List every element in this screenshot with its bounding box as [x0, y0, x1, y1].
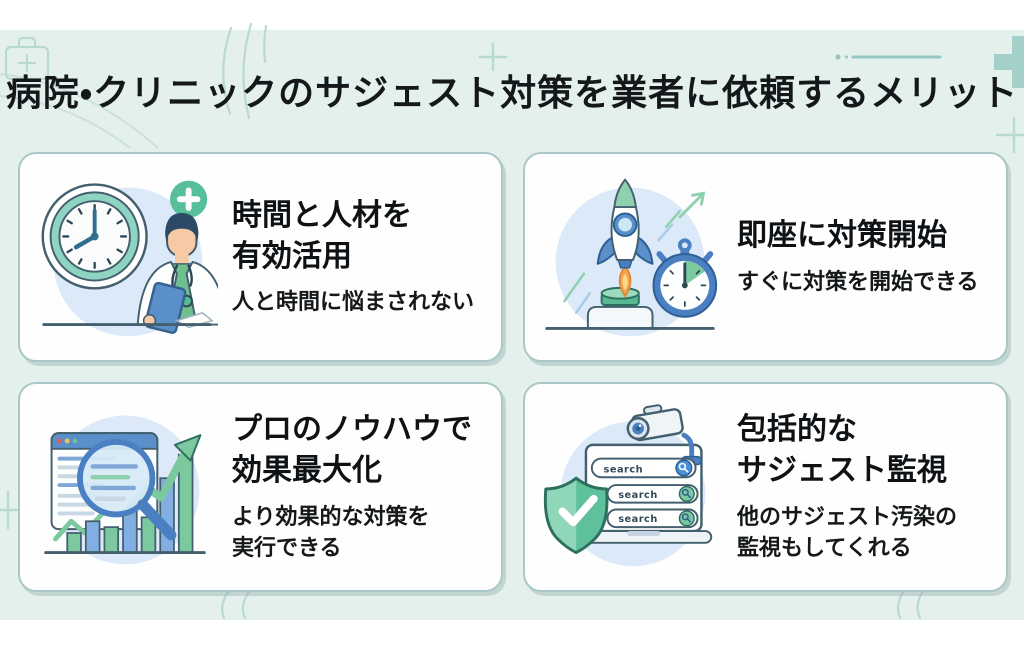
search-bar: search: [606, 484, 699, 504]
security-camera-icon: [626, 404, 684, 442]
growth-arrow-icon: [678, 191, 706, 219]
clock-doctor-illustration: [32, 164, 218, 350]
card-title: プロのノウハウで 効果最大化: [232, 411, 472, 489]
card-immediate-start: 即座に対策開始 すぐに対策を開始できる: [523, 152, 1008, 362]
clock-icon: [41, 183, 148, 290]
card-title: 包括的な サジェスト監視: [737, 411, 947, 489]
card-title: 時間と人材を 有効活用: [232, 197, 412, 275]
medical-plus-icon: [170, 180, 208, 218]
search-icon: [681, 488, 689, 496]
card-subtitle: すぐに対策を開始できる: [737, 269, 979, 295]
search-icon: [678, 462, 687, 471]
card-subtitle: より効果的な対策を 実行できる: [232, 504, 430, 562]
doctor-figure: [136, 212, 218, 334]
card-pro-knowhow: プロのノウハウで 効果最大化 より効果的な対策を 実行できる: [18, 382, 503, 592]
magnifier-icon: [77, 439, 177, 541]
search-icon: [681, 513, 689, 521]
camera-shield-monitor-illustration: search search search: [537, 394, 723, 580]
search-bar: search: [606, 508, 699, 529]
card-subtitle: 人と時間に悩まされない: [232, 290, 475, 316]
benefit-cards-grid: 時間と人材を 有効活用 人と時間に悩まされない: [18, 152, 1008, 592]
card-comprehensive-monitoring: search search search: [523, 382, 1008, 592]
bar-chart-icon: [66, 453, 194, 554]
chart-magnifier-illustration: [32, 394, 218, 580]
search-label: search: [604, 464, 644, 475]
rocket-stopwatch-illustration: [537, 164, 723, 350]
card-subtitle: 他のサジェスト汚染の 監視もしてくれる: [737, 504, 958, 562]
search-label: search: [618, 514, 658, 525]
stopwatch-icon: [652, 238, 718, 318]
card-title: 即座に対策開始: [737, 218, 947, 254]
speed-lines: [563, 209, 682, 315]
rocket-icon: [596, 178, 654, 298]
page-title: 病院・クリニックのサジェスト対策を業者に依頼するメリット: [5, 73, 1019, 114]
shield-check-icon: [543, 476, 609, 555]
launch-button: [586, 286, 654, 330]
search-bar: search: [590, 457, 697, 479]
search-button: [675, 459, 693, 477]
search-label: search: [618, 490, 658, 501]
card-time-talent: 時間と人材を 有効活用 人と時間に悩まされない: [18, 152, 503, 362]
